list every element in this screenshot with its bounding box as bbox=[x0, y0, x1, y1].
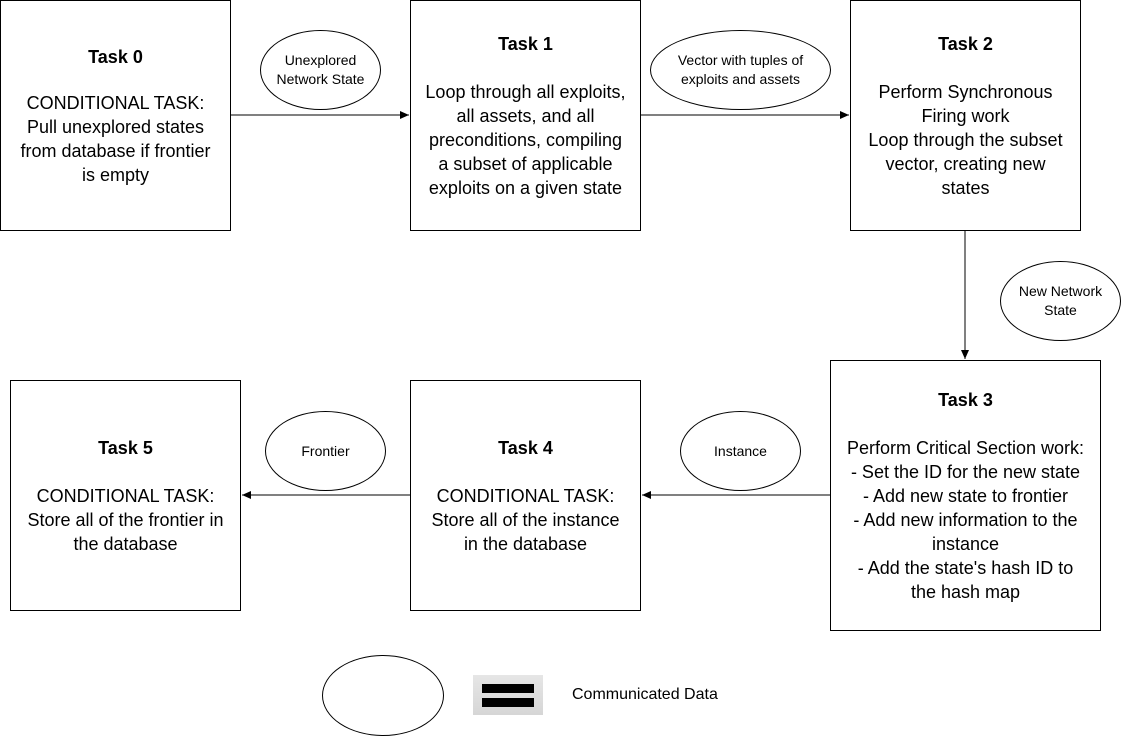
task-2-box: Task 2 Perform Synchronous Firing work L… bbox=[850, 0, 1081, 231]
task-3-box: Task 3 Perform Critical Section work: - … bbox=[830, 360, 1101, 631]
legend-oval-symbol bbox=[322, 655, 444, 736]
task-5-title: Task 5 bbox=[98, 437, 153, 458]
task-3-title: Task 3 bbox=[938, 389, 993, 410]
edge-label-frontier: Frontier bbox=[265, 411, 386, 491]
task-1-box: Task 1 Loop through all exploits, all as… bbox=[410, 0, 641, 231]
task-4-title: Task 4 bbox=[498, 437, 553, 458]
task-2-body: Perform Synchronous Firing work Loop thr… bbox=[868, 82, 1063, 198]
task-5-box: Task 5 CONDITIONAL TASK: Store all of th… bbox=[10, 380, 241, 611]
task-4-body: CONDITIONAL TASK: Store all of the insta… bbox=[431, 485, 620, 554]
task-1-body: Loop through all exploits, all assets, a… bbox=[425, 82, 626, 198]
task-3-body: Perform Critical Section work: - Set the… bbox=[846, 437, 1085, 602]
task-5-body: CONDITIONAL TASK: Store all of the front… bbox=[27, 485, 224, 554]
task-0-box: Task 0 CONDITIONAL TASK: Pull unexplored… bbox=[0, 0, 231, 231]
edge-label-unexplored-network-state: Unexplored Network State bbox=[260, 30, 381, 110]
legend-label: Communicated Data bbox=[572, 686, 718, 703]
task-1-title: Task 1 bbox=[498, 34, 553, 54]
equals-icon bbox=[473, 675, 543, 715]
task-0-title: Task 0 bbox=[88, 46, 143, 67]
task-2-title: Task 2 bbox=[938, 34, 993, 54]
task-4-box: Task 4 CONDITIONAL TASK: Store all of th… bbox=[410, 380, 641, 611]
task-0-body: CONDITIONAL TASK: Pull unexplored states… bbox=[20, 92, 211, 185]
edge-label-instance: Instance bbox=[680, 411, 801, 491]
edge-label-vector-tuples: Vector with tuples of exploits and asset… bbox=[650, 30, 831, 110]
edge-label-new-network-state: New Network State bbox=[1000, 261, 1121, 341]
